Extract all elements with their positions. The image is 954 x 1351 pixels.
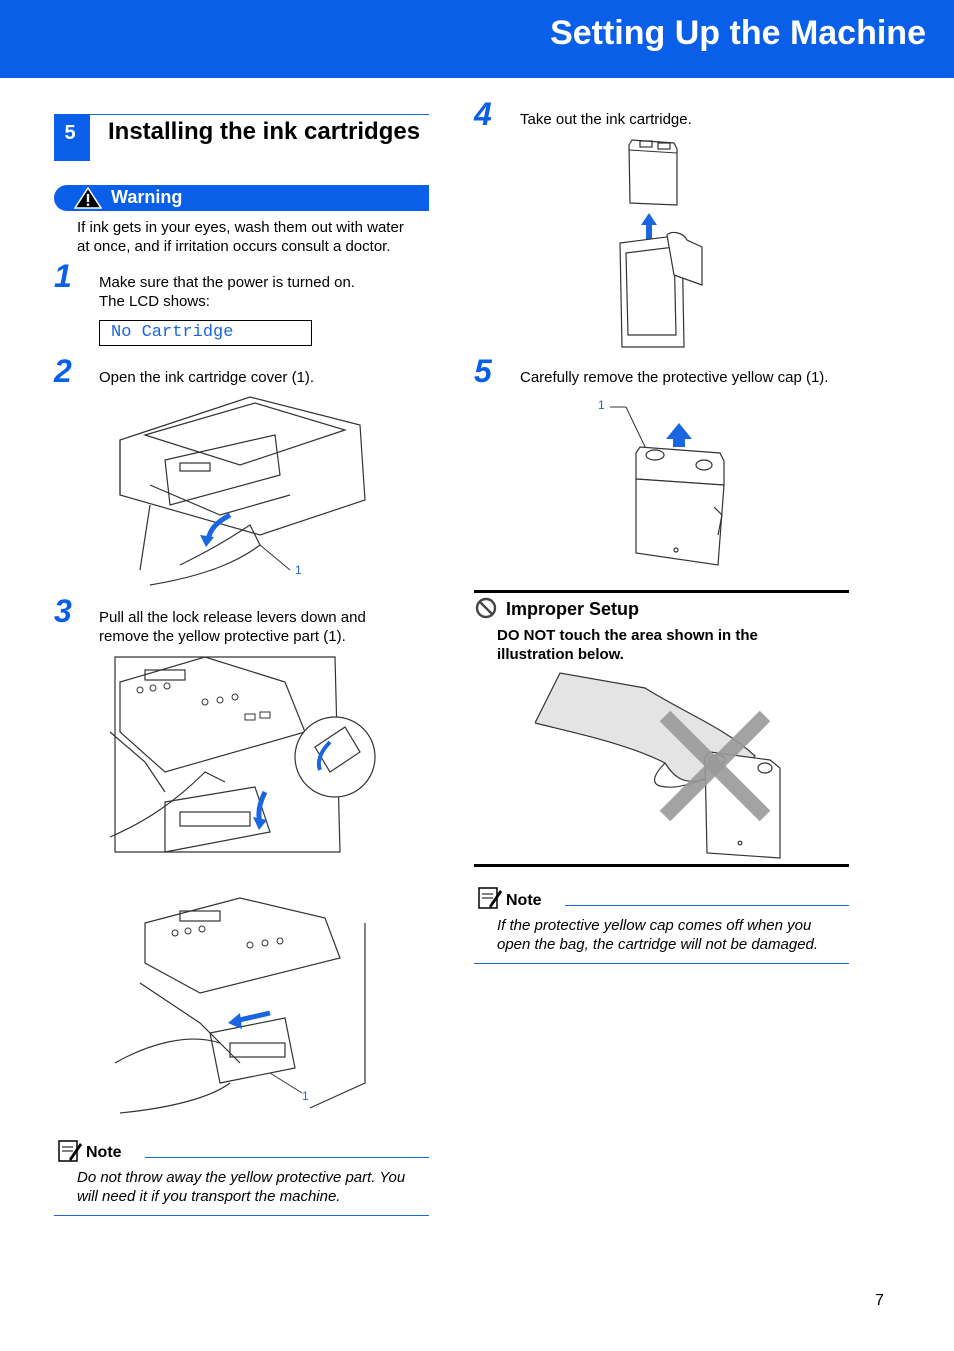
step-3-callout: 1 bbox=[302, 1089, 309, 1103]
step-2-callout: 1 bbox=[295, 563, 302, 577]
lock-lever-illustration bbox=[109, 656, 376, 853]
do-not-touch-illustration bbox=[535, 672, 781, 859]
note-left-label: Note bbox=[86, 1144, 122, 1161]
improper-top-rule bbox=[474, 590, 849, 593]
improper-text-line1: DO NOT touch the area shown in the bbox=[497, 627, 758, 644]
section-number-box bbox=[54, 114, 90, 161]
warning-text-line1: If ink gets in your eyes, wash them out … bbox=[77, 219, 404, 236]
page-header bbox=[0, 0, 954, 78]
page-number: 7 bbox=[875, 1292, 884, 1309]
warning-text-line2: at once, and if irritation occurs consul… bbox=[77, 238, 391, 255]
lcd-message: No Cartridge bbox=[111, 323, 234, 342]
step-3-text-line2: remove the yellow protective part (1). bbox=[99, 628, 346, 645]
note-right-bottom-rule bbox=[474, 963, 849, 964]
printer-cover-illustration bbox=[119, 396, 366, 586]
step-1-number: 1 bbox=[54, 258, 72, 294]
page-title: Setting Up the Machine bbox=[550, 14, 926, 52]
section-title: Installing the ink cartridges bbox=[108, 118, 421, 145]
section-rule bbox=[90, 114, 429, 115]
take-out-cartridge-illustration bbox=[619, 139, 703, 348]
remove-protective-part-illustration bbox=[114, 897, 366, 1114]
step-2-number: 2 bbox=[54, 353, 72, 389]
note-left-top-rule bbox=[145, 1157, 429, 1158]
lcd-display bbox=[99, 320, 312, 346]
note-right-top-rule bbox=[565, 905, 849, 906]
step-1-text-line2: The LCD shows: bbox=[99, 293, 210, 310]
step-4-number: 4 bbox=[474, 96, 492, 132]
note-left-bottom-rule bbox=[54, 1215, 429, 1216]
section-number: 5 bbox=[64, 122, 76, 144]
step-5-callout: 1 bbox=[598, 398, 605, 412]
improper-text-line2: illustration below. bbox=[497, 646, 624, 663]
note-left-text-line2: will need it if you transport the machin… bbox=[77, 1188, 341, 1205]
step-1-text-line1: Make sure that the power is turned on. bbox=[99, 274, 355, 291]
step-4-text: Take out the ink cartridge. bbox=[520, 111, 692, 128]
step-2-text: Open the ink cartridge cover (1). bbox=[99, 369, 315, 386]
warning-bar bbox=[54, 185, 429, 211]
step-5-text: Carefully remove the protective yellow c… bbox=[520, 369, 829, 386]
note-left-text-line1: Do not throw away the yellow protective … bbox=[77, 1169, 406, 1186]
note-pencil-icon bbox=[58, 1140, 82, 1162]
note-right-text-line1: If the protective yellow cap comes off w… bbox=[497, 917, 812, 934]
step-3-text-line1: Pull all the lock release levers down an… bbox=[99, 609, 366, 626]
step-5-number: 5 bbox=[474, 353, 492, 389]
improper-label: Improper Setup bbox=[506, 599, 640, 619]
note-right-text-line2: open the bag, the cartridge will not be … bbox=[497, 936, 819, 953]
remove-yellow-cap-illustration bbox=[610, 406, 725, 566]
note-right-label: Note bbox=[506, 892, 542, 909]
step-3-number: 3 bbox=[54, 593, 72, 629]
note-pencil-icon bbox=[478, 887, 502, 909]
warning-label: Warning bbox=[111, 187, 183, 207]
warning-triangle-icon bbox=[74, 187, 102, 209]
big-x-icon bbox=[659, 710, 771, 822]
improper-bottom-rule bbox=[474, 864, 849, 867]
prohibited-icon bbox=[475, 597, 497, 619]
